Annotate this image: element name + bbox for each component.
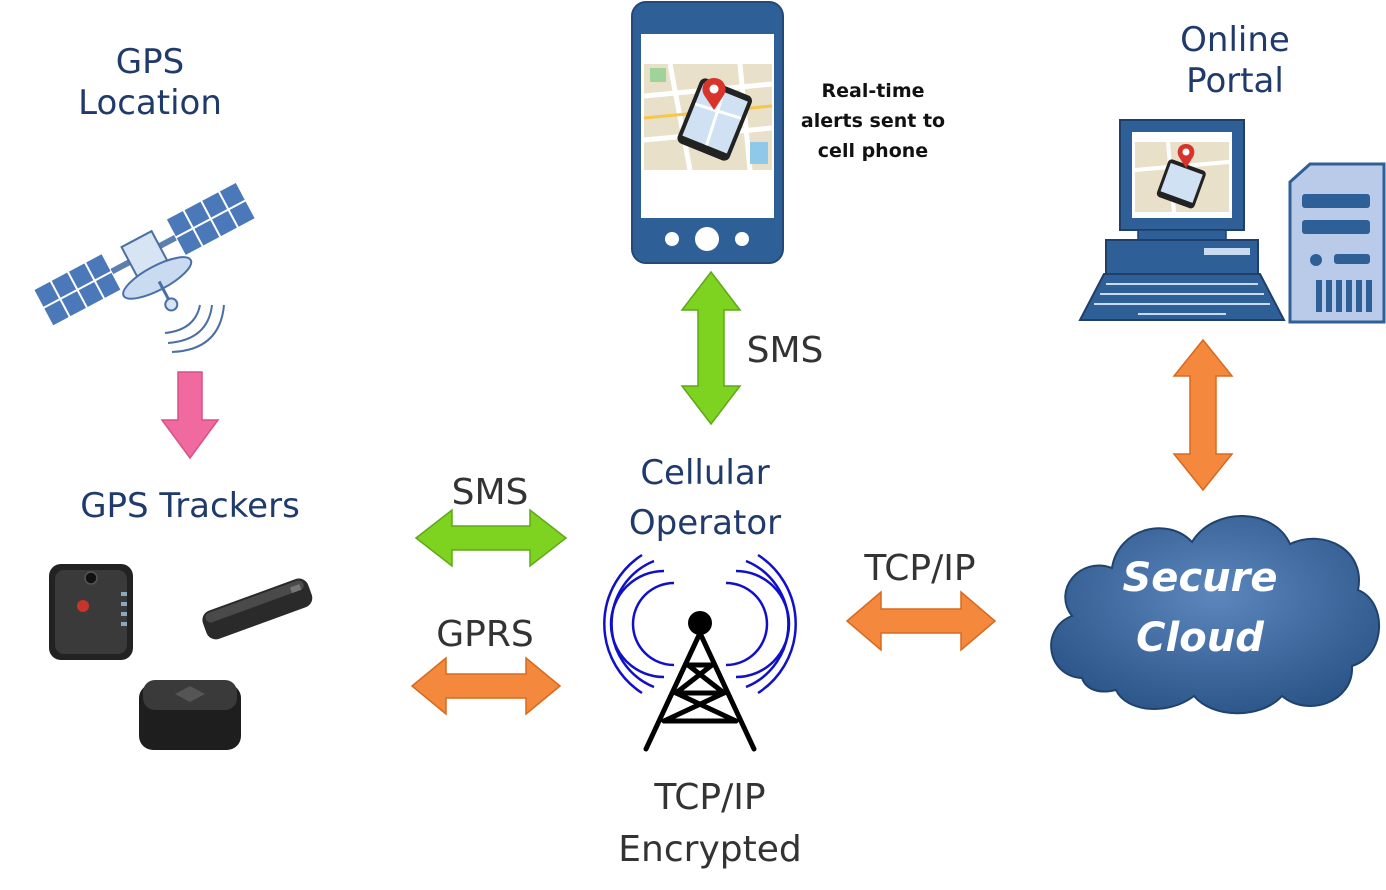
gps-location-title: GPS Location <box>60 42 240 124</box>
online-portal-line2: Portal <box>1186 60 1284 101</box>
phone-alert-line1: Real-time <box>821 80 925 102</box>
cellular-line2: Operator <box>628 503 782 543</box>
computer-icon <box>1078 119 1286 321</box>
cloud-tcpip-label: TCP/IP <box>864 548 976 589</box>
online-portal-line1: Online <box>1180 20 1290 60</box>
cloud-tcpip-arrow-icon <box>845 590 997 652</box>
server-icon <box>1288 162 1386 324</box>
cellular-operator-title: Cellular Operator <box>605 448 805 548</box>
cloud-line1: Secure <box>1122 555 1278 601</box>
tower-caption: TCP/IP Encrypted <box>595 772 825 876</box>
tower-caption-line2: Encrypted <box>618 829 802 870</box>
phone-sms-label: SMS <box>746 330 824 371</box>
down-arrow-icon <box>160 371 220 460</box>
cloud-text: Secure Cloud <box>1090 548 1310 668</box>
cloud-line2: Cloud <box>1136 615 1264 661</box>
tracker-sms-arrow-icon <box>414 508 568 568</box>
phone-alert-line2: alerts sent to <box>800 110 946 132</box>
phone-alert-line3: cell phone <box>817 140 929 162</box>
phone-alert-text: Real-time alerts sent to cell phone <box>790 76 956 166</box>
portal-cloud-arrow-icon <box>1172 338 1234 492</box>
sms-vertical-arrow-icon <box>680 270 742 426</box>
cell-tower-icon <box>603 553 797 752</box>
gps-tracker-device-icon <box>202 578 313 640</box>
smartphone-icon <box>631 1 784 264</box>
tracker-sms-label: SMS <box>451 472 529 513</box>
gps-location-line1: GPS <box>115 42 185 82</box>
tracker-gprs-label: GPRS <box>436 614 534 655</box>
gps-trackers-title: GPS Trackers <box>80 486 300 526</box>
gps-tracker-device-icon <box>139 680 241 750</box>
tracker-gprs-arrow-icon <box>410 656 562 716</box>
online-portal-title: Online Portal <box>1150 20 1320 102</box>
satellite-icon <box>31 180 258 353</box>
cloud-icon <box>1050 515 1380 715</box>
gps-location-line2: Location <box>78 82 222 123</box>
cellular-line1: Cellular <box>640 453 770 493</box>
tower-caption-line1: TCP/IP <box>654 777 766 818</box>
gps-tracker-device-icon <box>49 564 133 660</box>
